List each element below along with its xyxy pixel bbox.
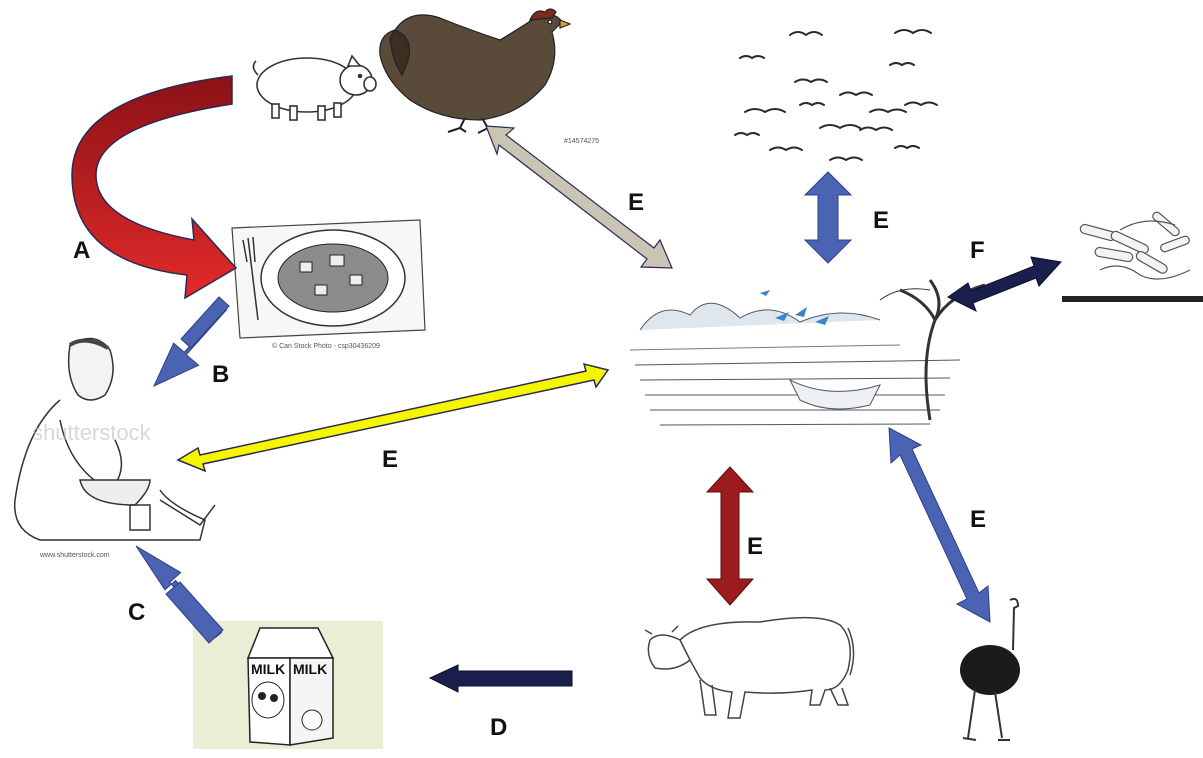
chicken-watermark: #14574275	[564, 138, 599, 145]
arrow-e-birds-lake	[805, 172, 851, 263]
arrow-f-bacteria-lake	[948, 257, 1061, 311]
human-watermark-brand: shutterstock	[32, 420, 152, 445]
arrow-e-chicken-lake	[486, 126, 672, 268]
plate-illustration	[232, 220, 425, 338]
label-d: D	[490, 714, 507, 741]
cow-illustration	[645, 618, 854, 718]
label-e-cow: E	[747, 533, 763, 560]
pig-illustration	[253, 56, 376, 120]
chicken-illustration	[380, 9, 570, 133]
plate-watermark: © Can Stock Photo - csp30436209	[272, 342, 380, 350]
label-a: A	[73, 237, 90, 264]
lake-scene-illustration	[630, 280, 985, 425]
bacteria-illustration	[1079, 211, 1190, 279]
bacteria-caption-bar	[1062, 296, 1203, 302]
milk-label-right: MILK	[293, 661, 327, 677]
label-e-human: E	[382, 446, 398, 473]
arrow-d-cow-to-milk	[430, 665, 572, 692]
milk-label-left: MILK	[251, 661, 285, 677]
label-e-chicken: E	[628, 189, 644, 216]
arrow-b-shaft	[181, 297, 229, 348]
birds-flock-illustration	[735, 30, 937, 160]
milk-carton-illustration	[193, 621, 383, 749]
human-watermark-url: www.shutterstock.com	[39, 552, 110, 559]
label-e-ostrich: E	[970, 506, 986, 533]
label-e-birds: E	[873, 207, 889, 234]
arrow-a-pig-to-plate	[72, 76, 236, 298]
label-b: B	[212, 361, 229, 388]
label-c: C	[128, 599, 145, 626]
label-f: F	[970, 237, 985, 264]
